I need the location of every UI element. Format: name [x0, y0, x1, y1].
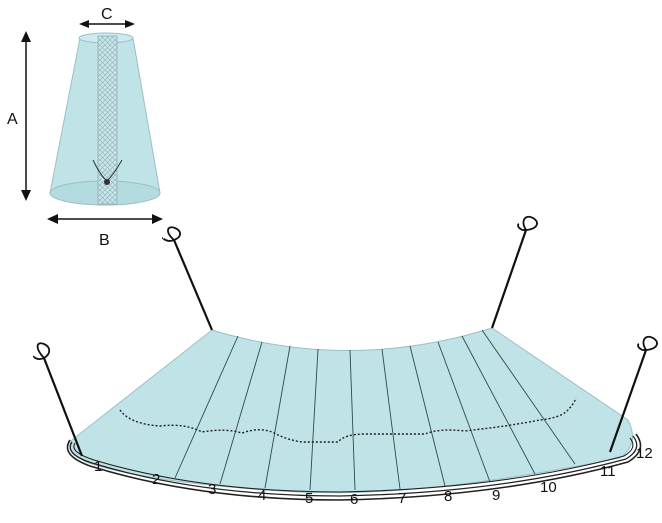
panel-seam [174, 335, 239, 479]
segment-number-5: 5 [305, 490, 313, 507]
mesh-panel [97, 35, 118, 205]
pole-loop [32, 342, 51, 360]
pole-right-back [490, 215, 538, 329]
pole-left-front [32, 342, 84, 457]
segment-number-8: 8 [444, 488, 452, 505]
panel-seams [174, 329, 576, 491]
hem-ring-inner [73, 437, 634, 493]
segment-number-10: 10 [540, 479, 557, 496]
panel-seam [264, 345, 291, 489]
dimension-c: C [79, 6, 135, 28]
dimension-c-label: C [101, 6, 113, 23]
segment-number-12: 12 [636, 445, 653, 462]
segment-number-7: 7 [398, 490, 406, 507]
spread-net [66, 327, 642, 501]
panel-seam [481, 329, 576, 465]
segment-number-2: 2 [152, 471, 160, 488]
cone-knot [104, 179, 110, 185]
segment-number-11: 11 [600, 463, 616, 480]
pole-loop [517, 215, 538, 231]
panel-seam [381, 348, 401, 490]
segment-number-4: 4 [258, 487, 266, 504]
panel-seam [349, 349, 356, 491]
hem-ring-middle [69, 435, 638, 497]
panel-seam [437, 341, 491, 483]
dotted-tie-line [119, 397, 577, 443]
segment-number-1: 1 [94, 458, 102, 475]
panel-seam [219, 341, 263, 485]
segment-number-3: 3 [208, 481, 216, 498]
panel-seam [461, 335, 536, 475]
dimension-a: A [7, 31, 31, 201]
panel-seam [409, 345, 446, 487]
net-fabric [69, 327, 633, 494]
panel-seam [309, 348, 319, 491]
segment-number-9: 9 [492, 487, 500, 504]
segment-number-6: 6 [350, 491, 358, 508]
dimension-a-label: A [7, 111, 18, 128]
pole-right-front [608, 335, 658, 453]
pole-loop [162, 226, 182, 242]
hem-ring-outer [66, 433, 642, 501]
pole-loop [637, 335, 658, 351]
cone-net [49, 32, 161, 206]
pole-left-back [162, 226, 214, 331]
dimension-b-label: B [99, 232, 110, 249]
dimension-b: B [47, 214, 163, 249]
